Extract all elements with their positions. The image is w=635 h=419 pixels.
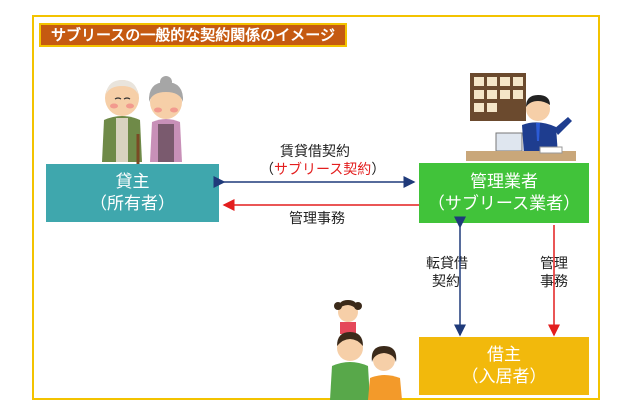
tenant-box: 借主 （入居者） <box>419 337 589 395</box>
diagram-title: サブリースの一般的な契約関係のイメージ <box>39 23 347 47</box>
management-affairs-label: 管理事務 <box>289 211 345 227</box>
lease-contract-line2: （サブリース契約） <box>260 162 386 178</box>
owner-title: 貸主 <box>115 172 150 192</box>
sublease-contract-text: サブリース契約 <box>274 162 372 178</box>
manager-subtitle: （サブリース業者） <box>427 194 581 214</box>
lease-contract-label: 賃貸借契約 （サブリース契約） <box>260 143 386 179</box>
lease-contract-line1: 賃貸借契約 <box>280 144 350 160</box>
elderly-couple-illustration <box>102 76 184 164</box>
tenant-title: 借主 <box>487 345 521 365</box>
manager-office-illustration <box>466 73 576 161</box>
owner-subtitle: （所有者） <box>90 194 175 214</box>
owner-box: 貸主 （所有者） <box>46 164 219 222</box>
tenant-subtitle: （入居者） <box>461 367 547 387</box>
manager-title: 管理業者 <box>470 172 538 192</box>
relationship-arrows <box>213 176 560 337</box>
family-illustration <box>330 300 402 400</box>
diagram-frame: サブリースの一般的な契約関係のイメージ <box>32 15 600 400</box>
manager-box: 管理業者 （サブリース業者） <box>419 163 589 223</box>
